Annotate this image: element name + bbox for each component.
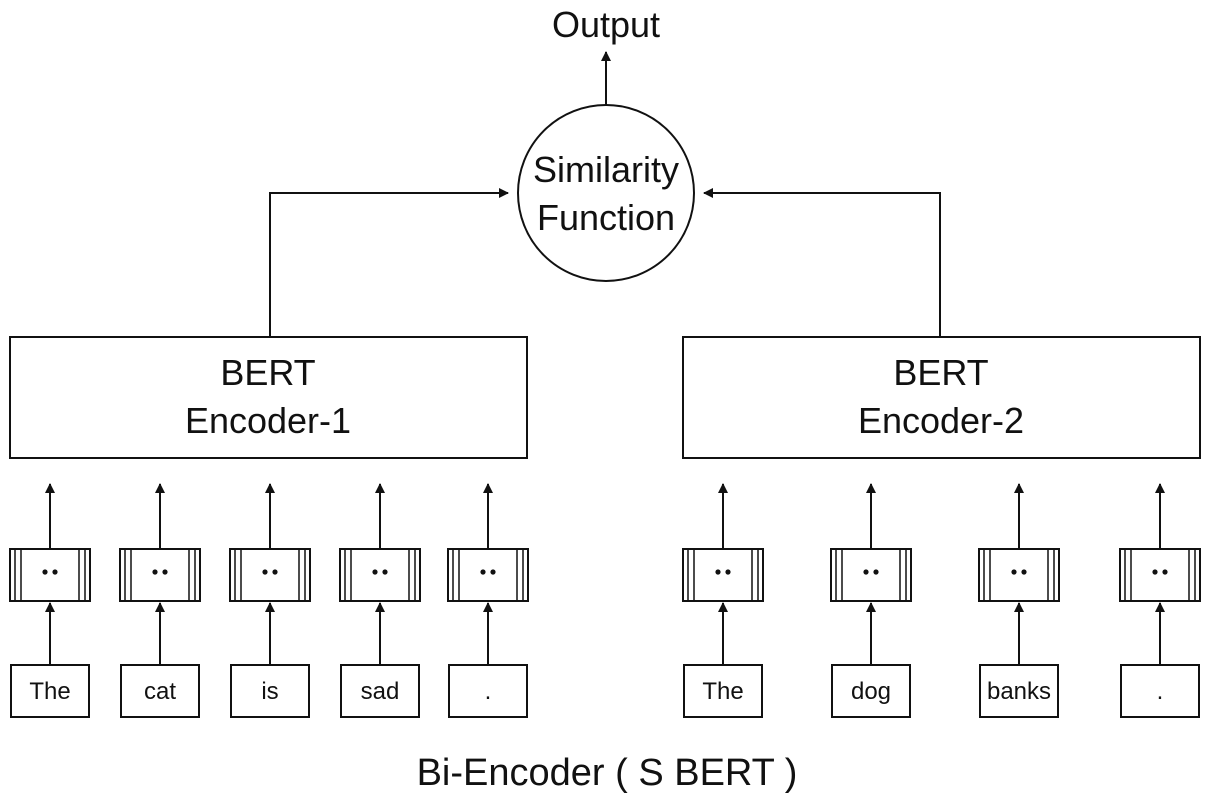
token-label: banks xyxy=(987,678,1051,705)
token-column: The xyxy=(9,483,91,718)
watermark-text: 掘金技术社区 @ 数据智能老司机 xyxy=(865,755,1187,780)
token-column: . xyxy=(447,483,529,718)
token-column: . xyxy=(1119,483,1201,718)
embedding-vector xyxy=(1119,548,1201,602)
similarity-label-line2: Function xyxy=(537,197,675,238)
token-label: sad xyxy=(361,678,400,705)
token-label: dog xyxy=(851,678,891,705)
embedding-vector xyxy=(229,548,311,602)
token-box xyxy=(979,664,1059,718)
token-label: . xyxy=(1157,678,1164,705)
diagram-caption: Bi-Encoder ( S BERT ) xyxy=(417,752,798,794)
bert-encoder-1: BERT Encoder-1 xyxy=(9,336,528,459)
token-column: banks xyxy=(978,483,1060,718)
encoder-1-box xyxy=(9,336,528,459)
embedding-vector xyxy=(978,548,1060,602)
embedding-vector xyxy=(119,548,201,602)
token-label: cat xyxy=(144,678,176,705)
token-column: dog xyxy=(830,483,912,718)
token-box xyxy=(448,664,528,718)
token-label: The xyxy=(29,678,70,705)
token-box xyxy=(230,664,310,718)
encoder-1-label-line2: Encoder-1 xyxy=(185,400,351,441)
token-box xyxy=(683,664,763,718)
token-box xyxy=(831,664,911,718)
output-label: Output xyxy=(552,4,660,45)
encoder-2-label-line2: Encoder-2 xyxy=(858,400,1024,441)
encoder-2-label-line1: BERT xyxy=(893,352,988,393)
token-label: . xyxy=(485,678,492,705)
similarity-circle xyxy=(517,104,695,282)
token-label: The xyxy=(702,678,743,705)
token-box xyxy=(120,664,200,718)
encoder-2-to-similarity-connector xyxy=(703,188,941,337)
token-column: The xyxy=(682,483,764,718)
token-column: cat xyxy=(119,483,201,718)
similarity-label-line1: Similarity xyxy=(533,149,679,190)
embedding-vector xyxy=(339,548,421,602)
token-column: sad xyxy=(339,483,421,718)
embedding-vector xyxy=(830,548,912,602)
bert-encoder-2: BERT Encoder-2 xyxy=(682,336,1201,459)
similarity-function-node: Similarity Function xyxy=(517,104,695,282)
encoder-1-to-similarity-connector xyxy=(269,188,509,337)
encoder-2-box xyxy=(682,336,1201,459)
embedding-vector xyxy=(447,548,529,602)
encoder-1-label-line1: BERT xyxy=(220,352,315,393)
token-columns: The cat is sad. The dog banks. xyxy=(9,483,1201,718)
embedding-vector xyxy=(9,548,91,602)
embedding-vector xyxy=(682,548,764,602)
token-column: is xyxy=(229,483,311,718)
token-label: is xyxy=(261,678,278,705)
